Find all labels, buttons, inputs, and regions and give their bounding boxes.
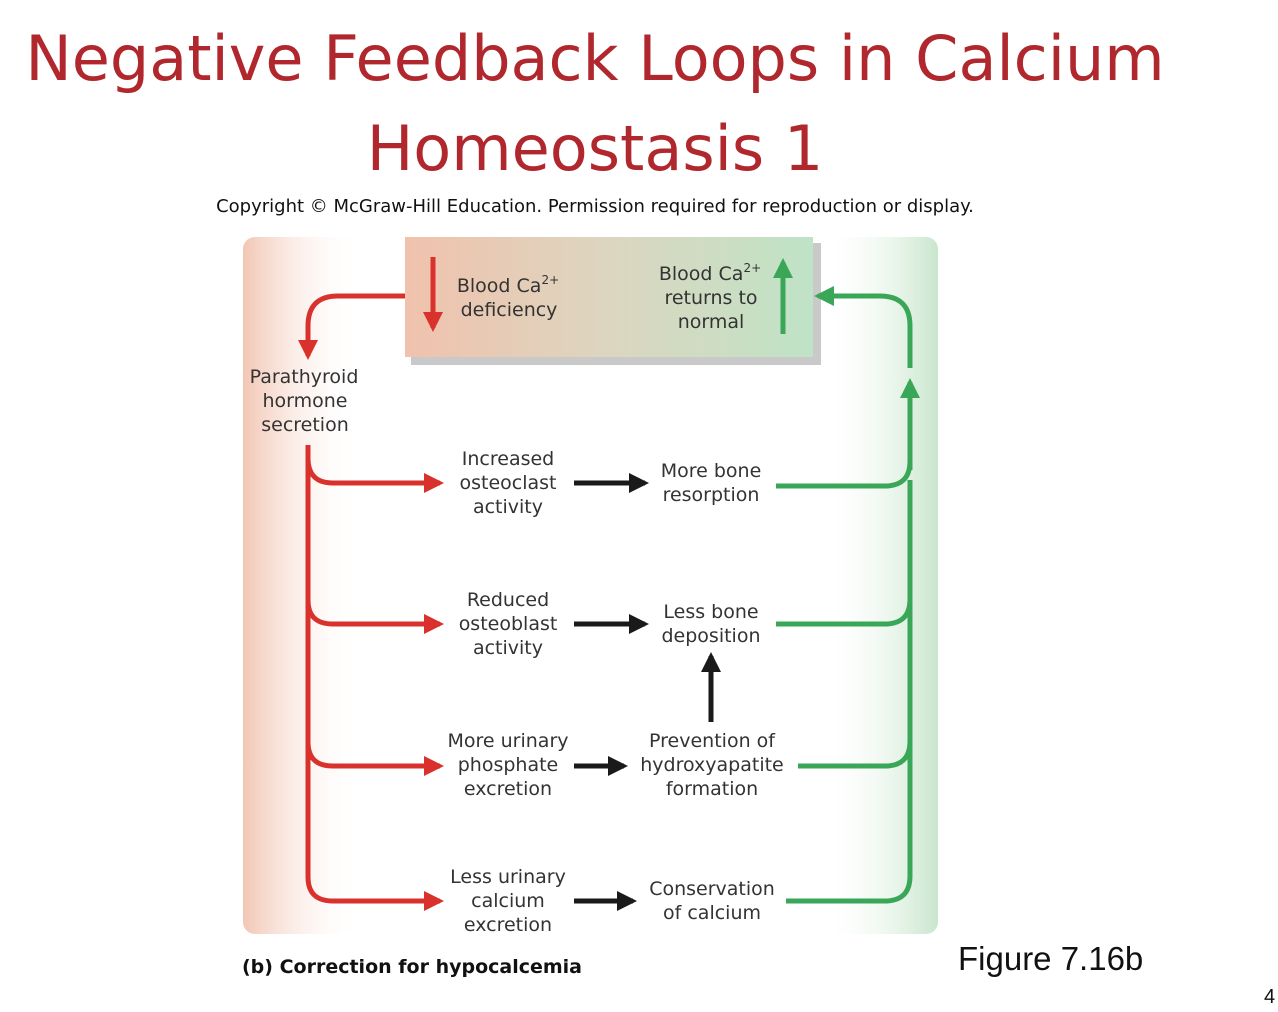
normal-label-line3: normal xyxy=(678,311,745,333)
row-3-cause-line2: phosphate xyxy=(458,754,559,776)
pth-line1: Parathyroid xyxy=(250,366,359,388)
deficiency-label-line2: deficiency xyxy=(461,299,558,321)
row-3-effect-line1: Prevention of xyxy=(649,730,776,752)
green-branch-2 xyxy=(776,480,913,627)
row-4-cause-line2: calcium xyxy=(471,890,545,912)
figure-label: Figure 7.16b xyxy=(958,940,1144,977)
row-2-effect-line1: Less bone xyxy=(663,601,758,623)
row-1-cause: Increased osteoclast activity xyxy=(459,448,556,518)
row-3-cause: More urinary phosphate excretion xyxy=(447,730,568,800)
row-1-cause-line1: Increased xyxy=(462,448,554,470)
figure-caption: (b) Correction for hypocalcemia xyxy=(242,956,583,978)
page-number: 4 xyxy=(1264,986,1276,1008)
row-4-effect: Conservation of calcium xyxy=(649,878,775,924)
row-1-cause-line2: osteoclast xyxy=(459,472,556,494)
pth-line2: hormone xyxy=(262,390,347,412)
row-3-effect-line3: formation xyxy=(666,778,758,800)
row-2-effect: Less bone deposition xyxy=(661,601,760,647)
red-arrow-to-pth xyxy=(298,293,405,360)
row-2-cause-line1: Reduced xyxy=(467,589,549,611)
deficiency-label: Blood Ca2+ xyxy=(457,273,559,297)
row-4-effect-line1: Conservation xyxy=(649,878,775,900)
row-2-cause: Reduced osteoblast activity xyxy=(459,589,558,659)
row-4-cause-line1: Less urinary xyxy=(450,866,566,888)
row-3-effect-line2: hydroxyapatite xyxy=(640,754,783,776)
right-band xyxy=(822,237,938,934)
row-3-effect: Prevention of hydroxyapatite formation xyxy=(640,730,783,800)
row-2-cause-line2: osteoblast xyxy=(459,613,558,635)
green-arrow-to-top xyxy=(814,286,913,368)
slide-title-line-1: Negative Feedback Loops in Calcium xyxy=(25,22,1165,95)
row-4-effect-line2: of calcium xyxy=(663,902,761,924)
row-1-effect-line2: resorption xyxy=(663,484,760,506)
green-branch-4 xyxy=(786,740,913,904)
copyright-notice: Copyright © McGraw-Hill Education. Permi… xyxy=(216,196,974,217)
row-4-cause: Less urinary calcium excretion xyxy=(450,866,566,936)
row-1-effect-line1: More bone xyxy=(661,460,762,482)
row-3-cause-line3: excretion xyxy=(464,778,552,800)
top-box xyxy=(405,237,813,357)
normal-label: Blood Ca2+ xyxy=(659,261,761,285)
row-4-cause-line3: excretion xyxy=(464,914,552,936)
pth-line3: secretion xyxy=(261,414,349,436)
red-branch-4 xyxy=(305,742,444,911)
row-2-effect-line2: deposition xyxy=(661,625,760,647)
row-1-cause-line3: activity xyxy=(473,496,543,518)
row-1-effect: More bone resorption xyxy=(661,460,762,506)
row-2-cause-line3: activity xyxy=(473,637,543,659)
normal-label-line2: returns to xyxy=(664,287,757,309)
left-band xyxy=(243,237,361,934)
row-3-cause-line1: More urinary xyxy=(447,730,568,752)
slide-title-line-2: Homeostasis 1 xyxy=(366,112,824,185)
